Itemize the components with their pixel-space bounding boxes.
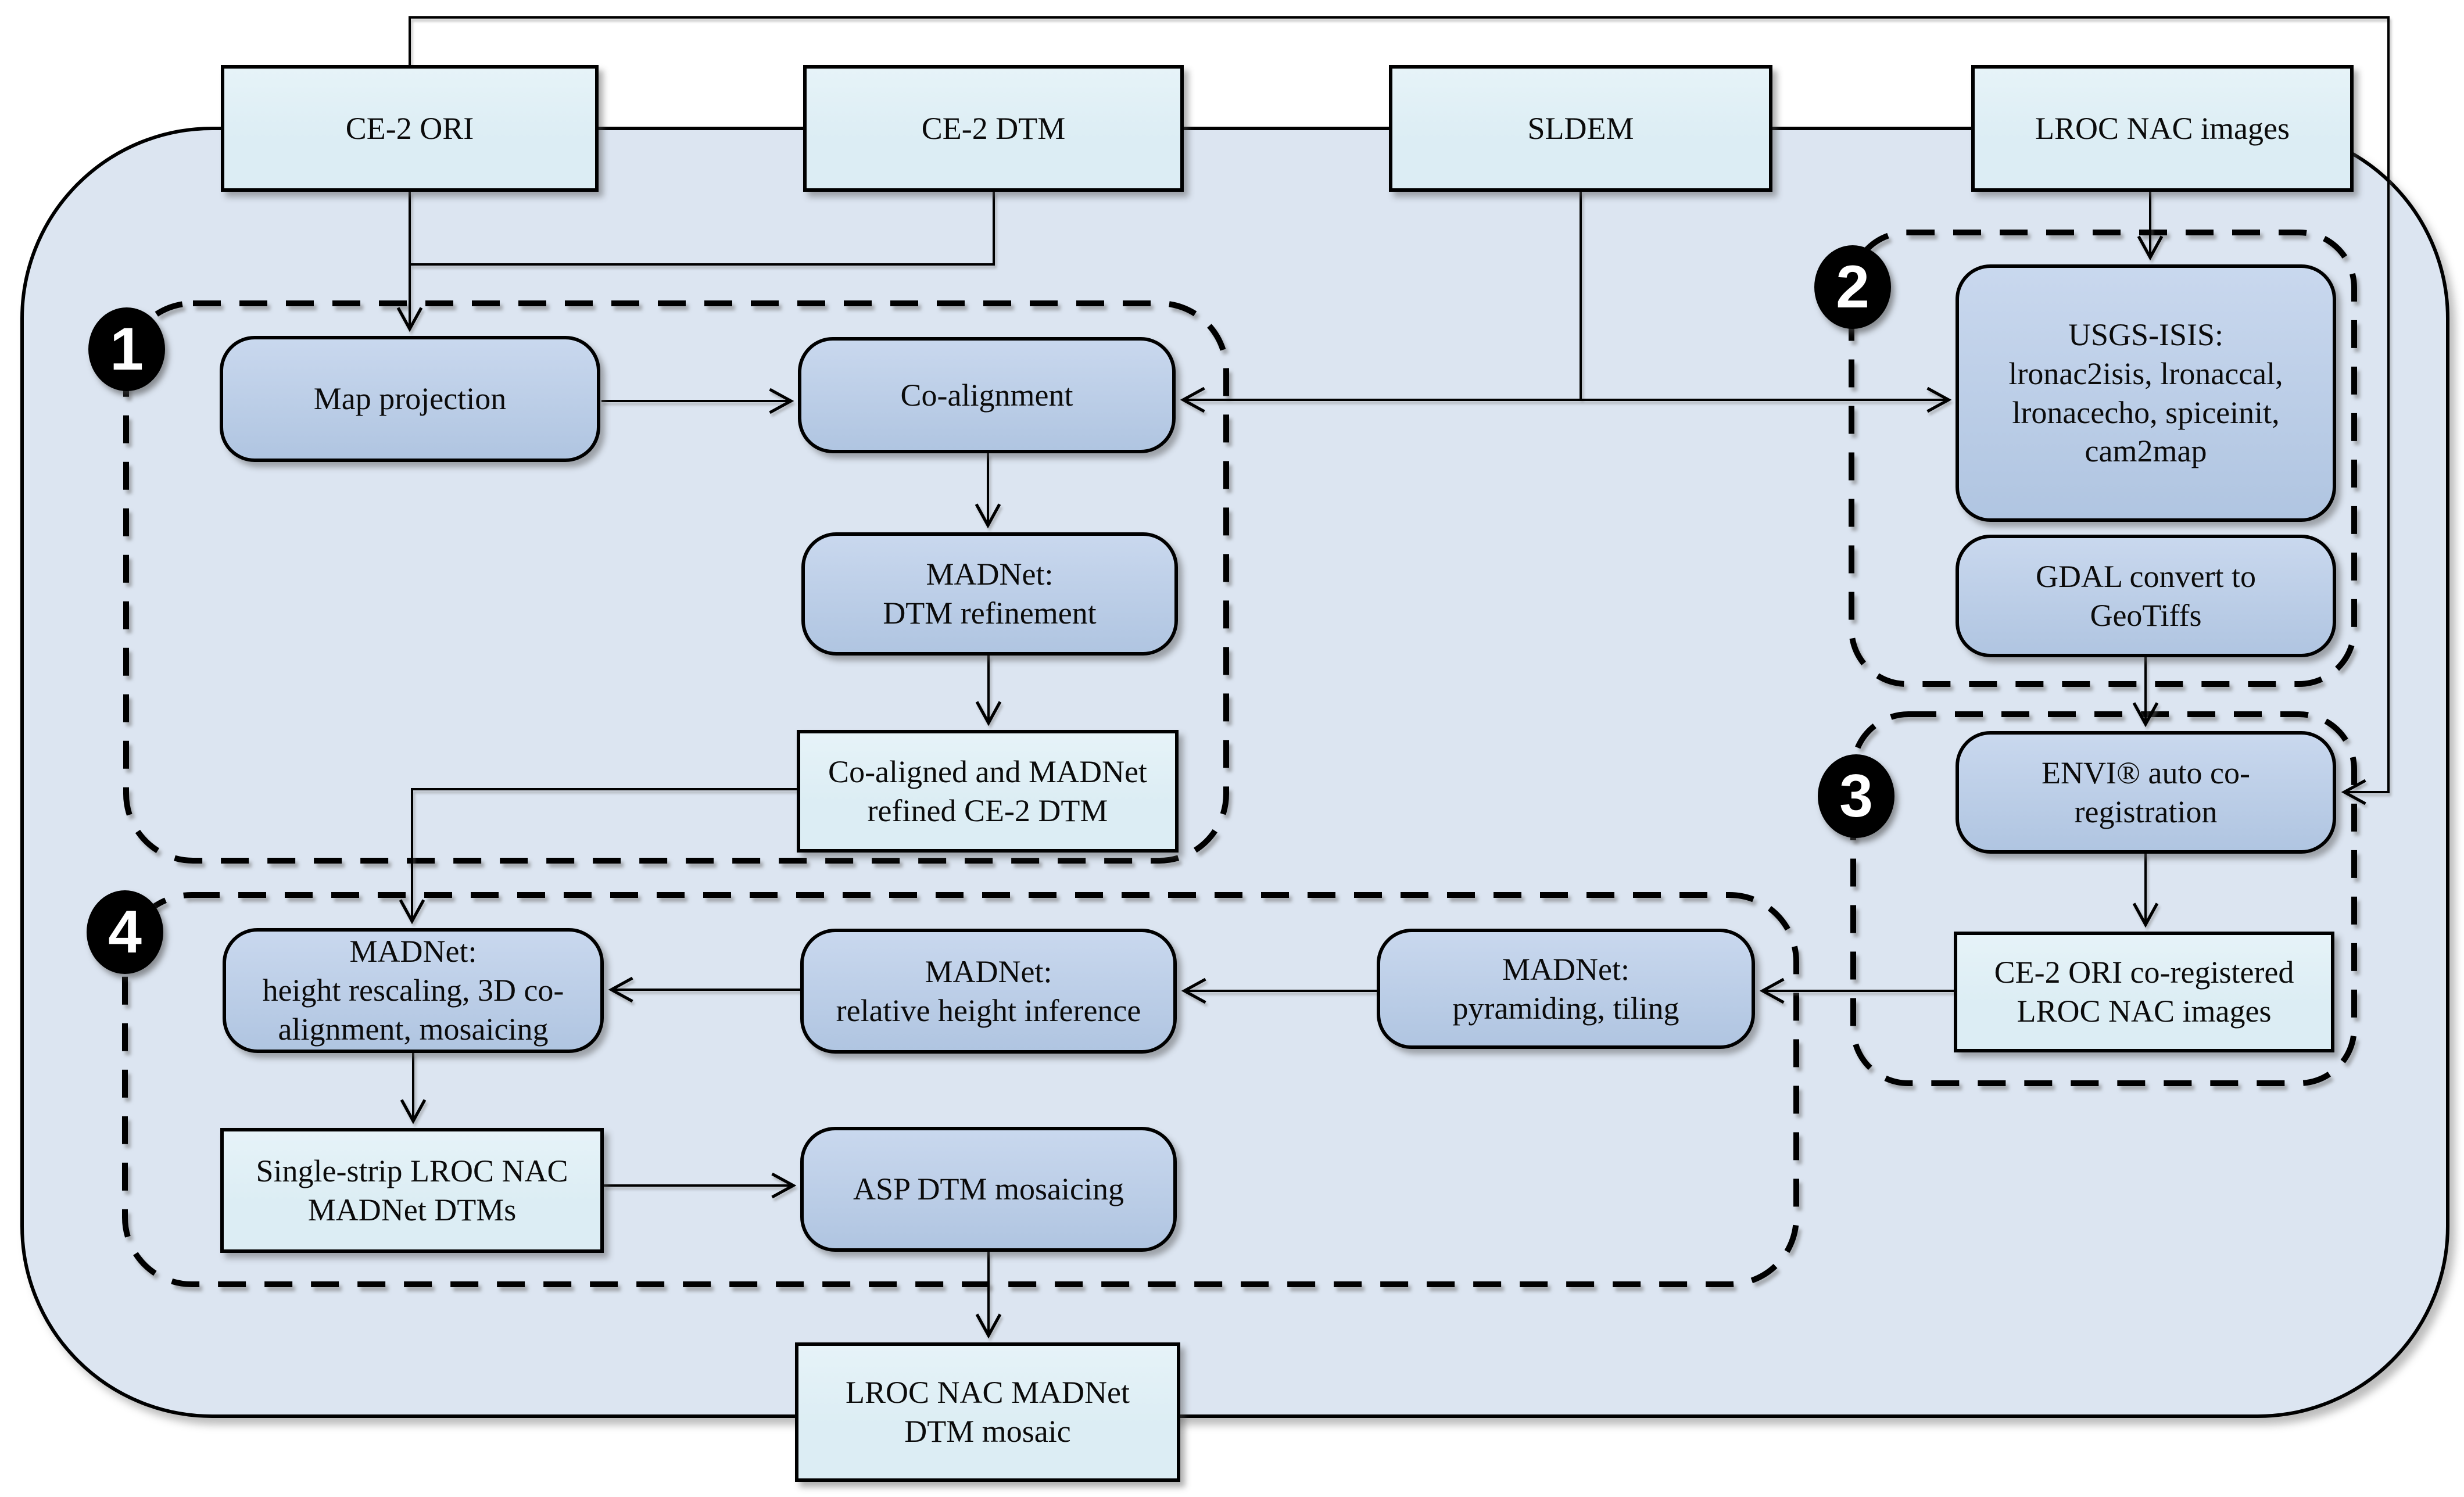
- arrow-coaligned-dtm-to-rescale: [399, 788, 797, 925]
- section-1-border: [123, 300, 1229, 864]
- process-box-madnet-pyramiding-tiling: MADNet: pyramiding, tiling: [1377, 929, 1755, 1049]
- line-ce2dtm-merge: [411, 192, 995, 266]
- stage-badge-4: 4: [87, 890, 163, 974]
- process-box-asp-dtm-mosaicing: ASP DTM mosaicing: [800, 1127, 1177, 1252]
- process-box-envi-coregistration: ENVI® auto co- registration: [1956, 731, 2336, 854]
- stage-badge-1: 1: [88, 307, 165, 391]
- process-box-madnet-dtm-refinement: MADNet: DTM refinement: [801, 532, 1178, 656]
- input-box-ce2-dtm: CE-2 DTM: [803, 65, 1184, 192]
- stage-badge-2: 2: [1814, 245, 1891, 329]
- stage-badge-3: 3: [1818, 754, 1894, 838]
- data-box-co-aligned-refined-ce2-dtm: Co-aligned and MADNet refined CE-2 DTM: [797, 730, 1179, 853]
- input-box-ce2-ori: CE-2 ORI: [221, 65, 599, 192]
- process-box-madnet-relative-height: MADNet: relative height inference: [800, 929, 1177, 1054]
- arrow-ce2ori-bypass-to-envi: [409, 16, 2390, 805]
- input-box-sldem: SLDEM: [1389, 65, 1772, 192]
- data-box-coregistered-lroc-nac: CE-2 ORI co-registered LROC NAC images: [1954, 932, 2334, 1052]
- process-box-gdal-convert: GDAL convert to GeoTiffs: [1956, 535, 2336, 657]
- output-box-lroc-nac-madnet-dtm-mosaic: LROC NAC MADNet DTM mosaic: [795, 1342, 1180, 1482]
- process-box-usgs-isis: USGS-ISIS: lronac2isis, lronaccal, lrona…: [1956, 264, 2336, 522]
- data-box-single-strip-madnet-dtms: Single-strip LROC NAC MADNet DTMs: [220, 1128, 604, 1253]
- process-box-co-alignment: Co-alignment: [798, 337, 1176, 453]
- process-box-madnet-height-rescaling: MADNet: height rescaling, 3D co- alignme…: [223, 928, 604, 1053]
- section-3-border: [1850, 711, 2357, 1086]
- section-2-border: [1849, 230, 2357, 687]
- input-box-lroc-nac-images: LROC NAC images: [1971, 65, 2354, 192]
- section-4-border: [122, 892, 1799, 1287]
- process-box-map-projection: Map projection: [220, 336, 600, 462]
